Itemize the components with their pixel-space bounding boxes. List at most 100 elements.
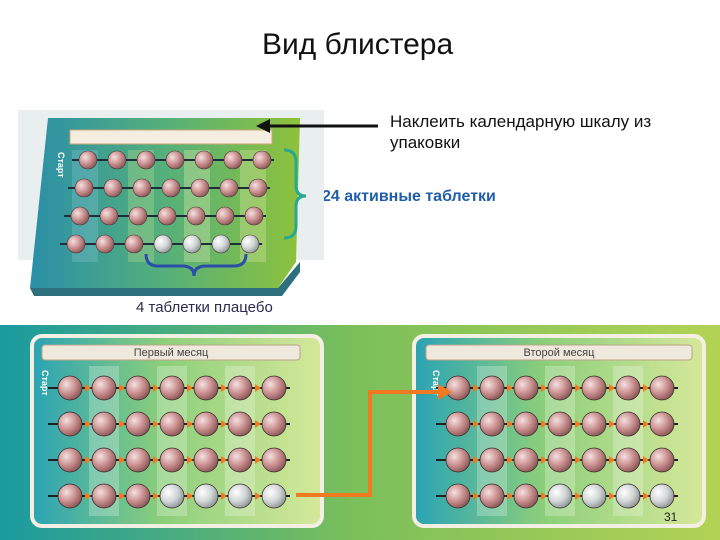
active-pill [581, 447, 607, 473]
active-pill [161, 178, 181, 198]
bottom-pill-grids [48, 366, 678, 516]
direction-arrow [575, 384, 581, 392]
direction-arrow [221, 492, 227, 500]
active-pills-label: 24 активные таблетки [322, 188, 496, 205]
active-pill [252, 150, 272, 170]
direction-arrow [473, 420, 479, 428]
active-pill [513, 447, 539, 473]
active-brace [283, 148, 307, 240]
placebo-pill [581, 483, 607, 509]
active-pill [223, 150, 243, 170]
active-pill [445, 375, 471, 401]
placebo-pill [182, 234, 202, 254]
placebo-brace [144, 253, 248, 277]
direction-arrow [473, 384, 479, 392]
direction-arrow [507, 492, 513, 500]
active-pill [125, 447, 151, 473]
first-month-header [41, 344, 301, 361]
active-pill [248, 178, 268, 198]
placebo-pill [240, 234, 260, 254]
second-month-start-label: Старт [431, 370, 441, 396]
next-pack-arrow [296, 390, 440, 497]
calendar-strip [69, 129, 273, 145]
direction-arrow [609, 420, 615, 428]
direction-arrow [85, 384, 91, 392]
direction-arrow [507, 420, 513, 428]
active-pill [615, 447, 641, 473]
active-pill [215, 206, 235, 226]
active-pill [125, 411, 151, 437]
first-month-title: Первый месяц [134, 347, 209, 359]
active-pill [99, 206, 119, 226]
active-pill [649, 411, 675, 437]
placebo-pill [261, 483, 287, 509]
active-pill [91, 375, 117, 401]
direction-arrow [153, 420, 159, 428]
active-pill [513, 483, 539, 509]
second-month-title: Второй месяц [524, 347, 596, 359]
active-pill [125, 483, 151, 509]
active-pill [57, 411, 83, 437]
direction-arrow [187, 456, 193, 464]
direction-arrow [221, 456, 227, 464]
active-pill [615, 375, 641, 401]
active-pill [190, 178, 210, 198]
active-pill [227, 447, 253, 473]
pointer-arrow-head [256, 119, 270, 133]
placebo-pill [211, 234, 231, 254]
placebo-pill [193, 483, 219, 509]
direction-arrow [255, 420, 261, 428]
active-pill [261, 447, 287, 473]
active-pill [615, 411, 641, 437]
active-pill [66, 234, 86, 254]
calendar-sticker-note: Наклеить календарную шкалу из упаковки [390, 112, 652, 152]
active-pill [479, 483, 505, 509]
direction-arrow [119, 420, 125, 428]
slide-title: Вид блистера [262, 28, 454, 61]
placebo-pill [547, 483, 573, 509]
placebo-pill [649, 483, 675, 509]
active-pill [581, 375, 607, 401]
direction-arrow [153, 456, 159, 464]
placebo-pill [159, 483, 185, 509]
active-pill [513, 375, 539, 401]
direction-arrow [541, 384, 547, 392]
active-pill [91, 483, 117, 509]
active-pill [136, 150, 156, 170]
placebo-pill [227, 483, 253, 509]
next-pack-arrow-head [438, 384, 452, 400]
direction-arrow [575, 456, 581, 464]
active-pill [193, 375, 219, 401]
page-number: 31 [664, 510, 678, 524]
direction-arrow [119, 384, 125, 392]
active-pill [479, 411, 505, 437]
active-pill [78, 150, 98, 170]
active-pill [128, 206, 148, 226]
active-pill [581, 411, 607, 437]
active-pill [95, 234, 115, 254]
active-pill [132, 178, 152, 198]
direction-arrow [187, 420, 193, 428]
direction-arrow [575, 492, 581, 500]
active-pill [57, 447, 83, 473]
active-pill [547, 375, 573, 401]
direction-arrow [575, 420, 581, 428]
direction-arrow [85, 492, 91, 500]
direction-arrow [85, 456, 91, 464]
active-pill [219, 178, 239, 198]
direction-arrow [187, 492, 193, 500]
direction-arrow [507, 384, 513, 392]
active-pill [125, 375, 151, 401]
active-pill [649, 447, 675, 473]
active-pill [165, 150, 185, 170]
active-pill [157, 206, 177, 226]
direction-arrow [507, 456, 513, 464]
direction-arrow [609, 492, 615, 500]
active-pill [649, 375, 675, 401]
direction-arrow [85, 420, 91, 428]
active-pill [227, 375, 253, 401]
active-pill [91, 411, 117, 437]
active-pill [159, 411, 185, 437]
active-pill [74, 178, 94, 198]
